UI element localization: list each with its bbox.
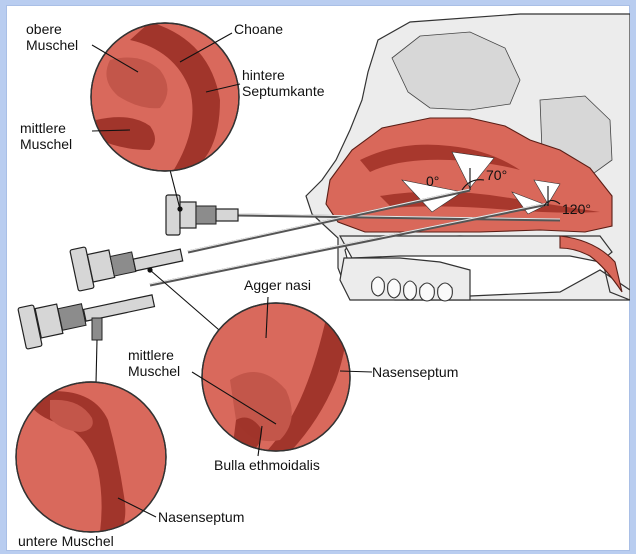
nasal-endoscopy-diagram: obere Muschel Choane hintere Septumkante…: [6, 5, 630, 551]
label-mittlere-muschel-top-2: Muschel: [20, 136, 72, 152]
diagram-canvas: obere Muschel Choane hintere Septumkante…: [6, 5, 630, 551]
label-angle-70: 70°: [486, 167, 507, 183]
label-nasenseptum-mid: Nasenseptum: [372, 364, 458, 380]
label-angle-0: 0°: [426, 173, 439, 189]
label-mittlere-muschel-mid-1: mittlere: [128, 347, 174, 363]
label-mittlere-muschel-mid-2: Muschel: [128, 363, 180, 379]
endoscope-top: [166, 195, 238, 235]
label-hintere-septumkante-2: Septumkante: [242, 83, 325, 99]
label-agger-nasi: Agger nasi: [244, 277, 311, 293]
endoscope-bottom: [18, 295, 155, 349]
endoscope-middle: [70, 247, 183, 291]
scope-eyepiece-stem: [92, 318, 102, 340]
label-hintere-septumkante-1: hintere: [242, 67, 285, 83]
label-obere-muschel-1: obere: [26, 21, 62, 37]
label-obere-muschel-2: Muschel: [26, 37, 78, 53]
label-bulla-ethmoidalis: Bulla ethmoidalis: [214, 457, 320, 473]
label-nasenseptum-bottom: Nasenseptum: [158, 509, 244, 525]
label-angle-120: 120°: [562, 201, 591, 217]
endoscopic-view-bottom: [16, 382, 166, 532]
endoscopic-view-top: [91, 22, 239, 176]
label-untere-muschel: untere Muschel: [18, 533, 114, 549]
label-choane: Choane: [234, 21, 283, 37]
label-mittlere-muschel-top-1: mittlere: [20, 120, 66, 136]
endoscopic-view-middle: [202, 300, 350, 452]
